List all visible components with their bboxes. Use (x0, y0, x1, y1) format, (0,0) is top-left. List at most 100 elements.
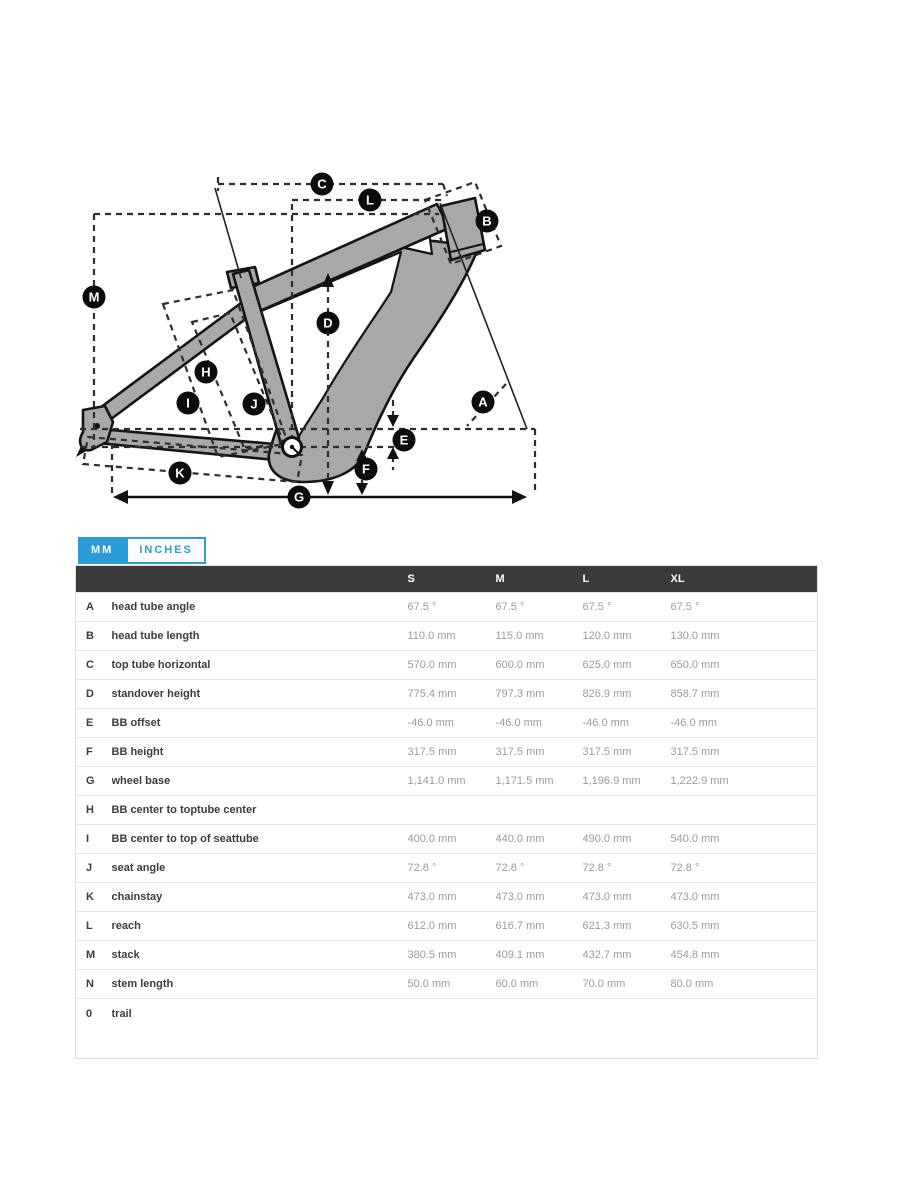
value-cell: 130.0 mm (670, 621, 744, 651)
row-letter: G (75, 766, 112, 796)
value-cell: 621.3 mm (582, 911, 671, 941)
column-header-empty (75, 565, 112, 593)
value-cell: 797.3 mm (495, 679, 583, 709)
value-cell (495, 795, 583, 825)
row-name: top tube horizontal (111, 650, 408, 680)
row-padding-cell (744, 940, 818, 970)
row-letter: D (75, 679, 112, 709)
svg-text:L: L (366, 193, 374, 208)
svg-text:I: I (186, 396, 190, 411)
row-letter: H (75, 795, 112, 825)
arrow-e-down (387, 415, 399, 427)
row-padding-cell (744, 766, 818, 796)
value-cell: 473.0 mm (495, 882, 583, 912)
svg-text:H: H (201, 365, 210, 380)
row-padding-cell (744, 679, 818, 709)
diagram-label-k: K (168, 461, 192, 485)
value-cell: 67.5 ° (582, 592, 671, 622)
mm-tab[interactable]: MM (78, 537, 127, 564)
value-cell (582, 795, 671, 825)
row-padding-cell (744, 621, 818, 651)
row-name: BB height (111, 737, 408, 767)
row-padding-cell (744, 650, 818, 680)
value-cell: 440.0 mm (495, 824, 583, 854)
value-cell: 110.0 mm (407, 621, 496, 651)
value-cell: 67.5 ° (407, 592, 496, 622)
column-header-empty (744, 565, 818, 593)
value-cell: 540.0 mm (670, 824, 744, 854)
row-name: BB center to top of seattube (111, 824, 408, 854)
value-cell: -46.0 mm (495, 708, 583, 738)
row-letter: A (75, 592, 112, 622)
value-cell (670, 998, 744, 1059)
value-cell: 1,141.0 mm (407, 766, 496, 796)
value-cell: -46.0 mm (407, 708, 496, 738)
value-cell: 72.8 ° (407, 853, 496, 883)
value-cell (407, 998, 496, 1059)
value-cell (582, 998, 671, 1059)
value-cell: 60.0 mm (495, 969, 583, 999)
diagram-label-c: C (310, 172, 334, 196)
dropout-hook (76, 446, 88, 457)
bike-frame (76, 196, 487, 484)
diagram-label-i: I (176, 391, 200, 415)
row-letter: F (75, 737, 112, 767)
row-padding-cell (744, 853, 818, 883)
value-cell: 616.7 mm (495, 911, 583, 941)
row-padding-cell (744, 998, 818, 1059)
dimension-lines (80, 177, 537, 495)
row-letter: L (75, 911, 112, 941)
value-cell: 650.0 mm (670, 650, 744, 680)
row-letter: C (75, 650, 112, 680)
value-cell: 630.5 mm (670, 911, 744, 941)
row-padding-cell (744, 795, 818, 825)
value-cell: 600.0 mm (495, 650, 583, 680)
diagram-label-g: G (287, 485, 311, 509)
value-cell: 570.0 mm (407, 650, 496, 680)
column-header-s: S (407, 565, 496, 593)
seat-tube (231, 268, 301, 446)
diagram-label-j: J (242, 392, 266, 416)
row-name: chainstay (111, 882, 408, 912)
value-cell: 612.0 mm (407, 911, 496, 941)
row-name: reach (111, 911, 408, 941)
value-cell: 120.0 mm (582, 621, 671, 651)
row-letter: J (75, 853, 112, 883)
row-name: standover height (111, 679, 408, 709)
value-cell: 400.0 mm (407, 824, 496, 854)
row-padding-cell (744, 592, 818, 622)
value-cell: 1,171.5 mm (495, 766, 583, 796)
row-letter: N (75, 969, 112, 999)
row-name: wheel base (111, 766, 408, 796)
arrow-e-up (387, 447, 399, 459)
diagram-label-h: H (194, 360, 218, 384)
row-padding-cell (744, 708, 818, 738)
row-name: stem length (111, 969, 408, 999)
value-cell: 317.5 mm (582, 737, 671, 767)
column-header-xl: XL (670, 565, 744, 593)
inches-tab[interactable]: INCHES (126, 537, 206, 564)
value-cell: 1,196.9 mm (582, 766, 671, 796)
head-tube (439, 196, 487, 262)
diagram-label-m: M (82, 285, 106, 309)
diagram-labels: C L B M D H I J A E F K G (82, 172, 499, 509)
value-cell: 625.0 mm (582, 650, 671, 680)
row-padding-cell (744, 969, 818, 999)
value-cell: 72.8 ° (495, 853, 583, 883)
value-cell: 317.5 mm (670, 737, 744, 767)
seat-stay (87, 298, 257, 430)
value-cell (407, 795, 496, 825)
row-letter: E (75, 708, 112, 738)
svg-text:C: C (317, 177, 327, 192)
value-cell: 858.7 mm (670, 679, 744, 709)
value-cell: 67.5 ° (495, 592, 583, 622)
